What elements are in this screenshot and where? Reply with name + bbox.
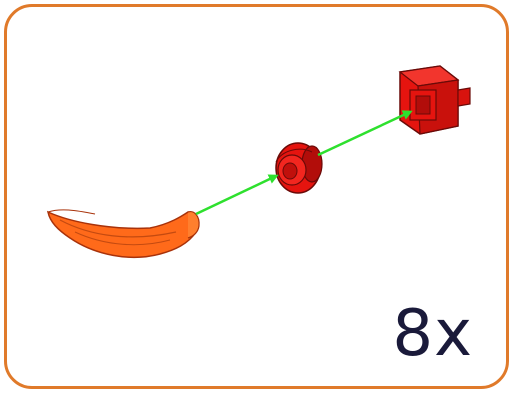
part-red-round-connector [275,142,323,194]
quantity-label: 8x [392,297,473,371]
assembly-arrow-1 [195,174,279,216]
part-red-square-brick [398,65,471,135]
assembly-arrow-2 [317,110,413,157]
part-orange-curved-blade [46,209,200,259]
